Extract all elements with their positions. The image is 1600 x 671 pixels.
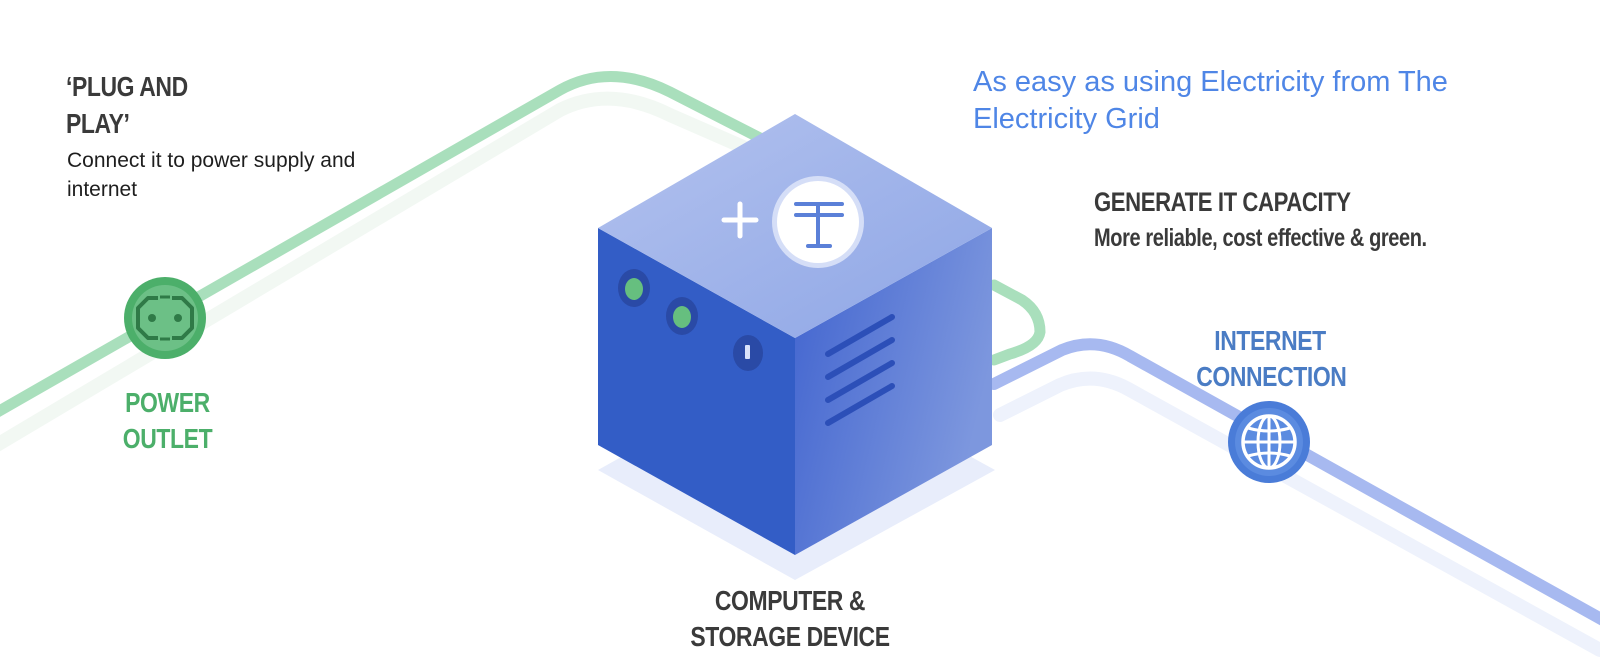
generate-capacity-subtitle: More reliable, cost effective & green. <box>1094 224 1427 252</box>
device-label: COMPUTER & STORAGE DEVICE <box>690 585 890 652</box>
device-side-face <box>795 228 992 555</box>
power-line-connector <box>988 279 1046 366</box>
internet-line <box>988 338 1600 626</box>
plus-icon <box>721 201 759 239</box>
internet-line-shadow <box>993 371 1600 657</box>
plug-and-play-description: Connect it to power supply and internet <box>67 149 356 201</box>
token-logo <box>772 176 864 268</box>
power-switch-icon <box>733 335 763 371</box>
power-outlet-icon <box>124 277 206 359</box>
vent-icon <box>825 314 895 426</box>
headline: As easy as using Electricity from The El… <box>973 66 1448 135</box>
status-light-2 <box>666 297 698 335</box>
generate-capacity-title: GENERATE IT CAPACITY <box>1094 187 1351 217</box>
plug-and-play-title: ‘PLUG AND PLAY’ <box>66 71 188 139</box>
internet-connection-label: INTERNET CONNECTION <box>1196 325 1347 392</box>
device-front-face <box>598 228 795 555</box>
power-line <box>0 71 766 417</box>
status-light-1 <box>618 269 650 307</box>
power-line-shadow <box>0 91 757 452</box>
power-outlet-label: POWER OUTLET <box>122 387 213 454</box>
globe-icon <box>1228 401 1310 483</box>
